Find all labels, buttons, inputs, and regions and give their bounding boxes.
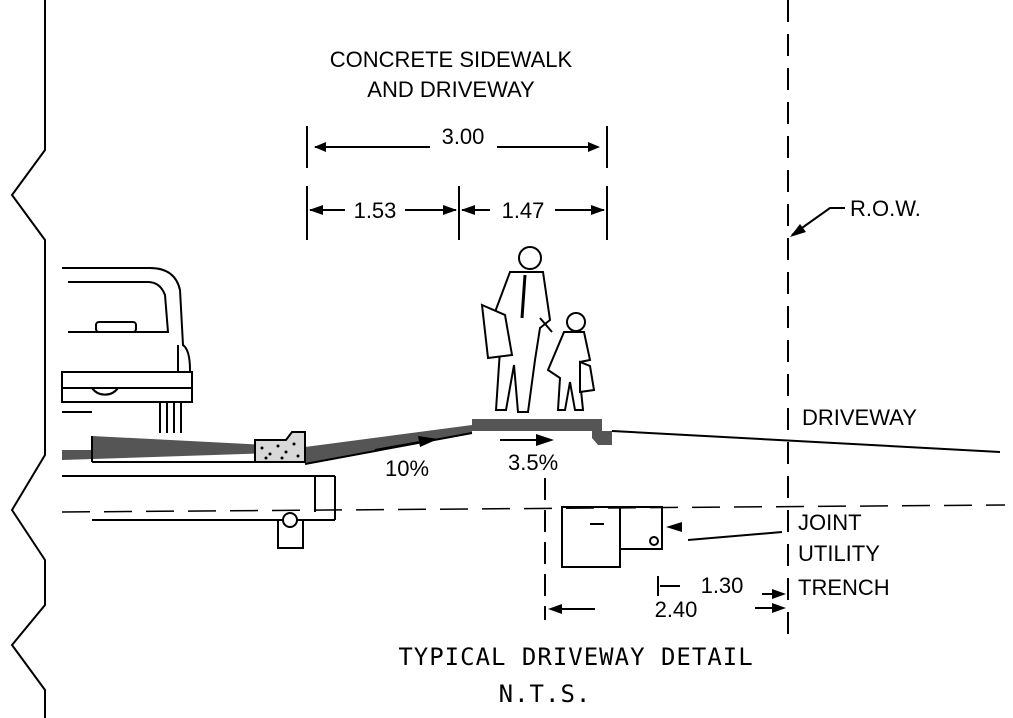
trench-label-2: UTILITY <box>798 541 880 566</box>
dimension-total-label: 3.00 <box>442 124 485 149</box>
row-label: R.O.W. <box>850 196 921 221</box>
row-leader <box>791 207 845 236</box>
dim-arrow-240-right <box>772 603 786 613</box>
break-line <box>10 0 46 718</box>
dimension-left-label: 1.53 <box>354 198 397 223</box>
trench-arrow <box>666 522 682 532</box>
dimension-arrow-right <box>588 142 600 152</box>
detail-scale: N.T.S. <box>499 680 592 708</box>
dimension-total <box>306 126 608 168</box>
sidewalk-lip <box>592 431 612 445</box>
dim-arrow-153-left <box>309 205 323 215</box>
slope-arrow-sidewalk <box>500 434 554 446</box>
sidewalk-slab <box>472 419 602 431</box>
dim-arrow-240-left <box>548 604 562 614</box>
dim-trench-outer-label: 2.40 <box>655 597 698 622</box>
dim-arrow-153-right <box>443 205 457 215</box>
title-line-2: AND DRIVEWAY <box>367 77 535 102</box>
dimension-right-label: 1.47 <box>502 198 545 223</box>
title-line-1: CONCRETE SIDEWALK <box>330 47 573 72</box>
row-leader-arrow <box>790 224 806 237</box>
slope-driveway-label: 10% <box>385 456 429 481</box>
ground-line <box>61 504 1006 513</box>
road-pavement <box>62 436 305 460</box>
dim-trench-inner-label: 1.30 <box>701 573 744 598</box>
dimension-arrow-left <box>314 142 326 152</box>
dim-arrow-147-left <box>461 205 475 215</box>
slope-sidewalk-label: 3.5% <box>508 450 558 475</box>
pedestrian-figures <box>480 246 596 413</box>
dim-arrow-147-right <box>591 205 605 215</box>
driveway-ramp <box>305 425 472 464</box>
dim-arrow-130-right <box>772 589 786 599</box>
driveway-label: DRIVEWAY <box>802 405 917 430</box>
trench-label-1: JOINT <box>798 510 862 535</box>
truck <box>61 267 193 433</box>
gravel-texture <box>260 442 300 460</box>
trench-label-3: TRENCH <box>798 575 890 600</box>
dimension-split <box>306 186 608 240</box>
utility-trench <box>544 478 783 620</box>
storm-drain <box>92 476 336 549</box>
slope-arrow-driveway <box>374 436 438 451</box>
detail-title: TYPICAL DRIVEWAY DETAIL <box>398 643 753 671</box>
